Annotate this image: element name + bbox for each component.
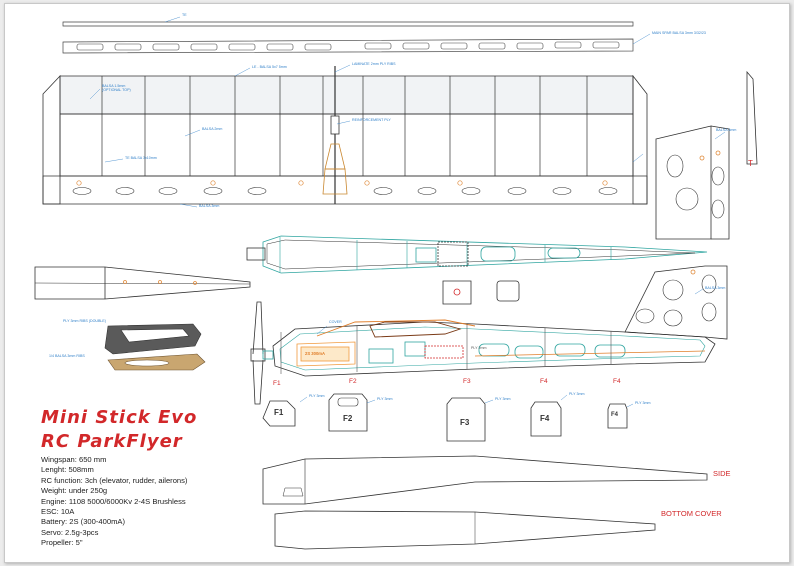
note-ply-f3: PLY 3mm xyxy=(495,397,511,401)
note-ply-f4b: PLY 3mm xyxy=(635,401,651,405)
former-lines xyxy=(280,324,612,374)
fuselage-top-view xyxy=(246,235,708,274)
note-balsa-3: BALSA 3mm xyxy=(199,204,220,208)
fuselage-side-panel xyxy=(262,455,708,505)
note-ply-side: PLY 3mm RIBS (DOUBLE) xyxy=(63,319,107,323)
note-stab-balsa: BALSA 3mm xyxy=(705,286,726,290)
label-tail: T xyxy=(748,159,753,168)
former-label-f1: F1 xyxy=(273,380,281,387)
ply-side-doubler xyxy=(104,323,202,355)
formers-row xyxy=(262,393,628,442)
servo-mount-parts xyxy=(442,280,520,305)
spec-wingspan: Wingspan: 650 mm xyxy=(41,455,107,464)
tail-blade xyxy=(746,70,758,165)
spec-engine: Engine: 1108 5000/6000Kv 2-4S Brushless xyxy=(41,496,186,506)
spec-propeller: Propeller: 5" xyxy=(41,538,83,548)
stabilizer-left xyxy=(34,266,251,300)
wing-top-view xyxy=(42,66,648,205)
spec-length: Lenght: 508mm xyxy=(41,465,94,475)
label-side: SIDE xyxy=(713,469,731,478)
plan-drawing xyxy=(34,16,758,550)
vertical-fin xyxy=(655,125,730,240)
note-balsa-skin: BALSA 1.5mm (OPTIONAL TOP) xyxy=(102,84,131,92)
note-reinforcement: REINFORCEMENT PLY xyxy=(352,118,391,122)
propeller xyxy=(250,301,274,405)
former-part-f3: F3 xyxy=(460,418,470,427)
note-balsa-te: TE BALSA 3x10mm xyxy=(125,156,157,160)
former-label-f2: F2 xyxy=(349,378,357,385)
note-battery: 2S 300mA xyxy=(305,351,326,356)
spec-esc: ESC: 10A xyxy=(41,507,75,517)
former-part-f2: F2 xyxy=(343,414,353,423)
side-fin xyxy=(624,265,728,340)
note-rudder-balsa: BALSA 3mm xyxy=(716,128,737,132)
spec-rc-function: RC function: 3ch (elevator, rudder, aile… xyxy=(41,475,188,485)
label-bottom-cover: BOTTOM COVER xyxy=(661,509,722,518)
former-label-f4b: F4 xyxy=(613,378,621,385)
spec-weight: Weight: under 250g xyxy=(41,486,108,496)
note-wing-rib: BALSA 2mm xyxy=(202,127,223,131)
spec-battery: Battery: 2S (300-400mA) xyxy=(41,517,125,527)
note-le-balsa: LE - BALSA 5x7 5mm xyxy=(252,65,287,69)
plan-title: Mini Stick Evo xyxy=(41,407,198,428)
spec-servo: Servo: 2.5g-3pcs xyxy=(41,527,99,537)
note-laminate-ply: LAMINATE 2mm PLY RIBS xyxy=(352,62,396,66)
note-balsa-side: 1/4 BALSA 3mm RIBS xyxy=(49,354,85,358)
former-part-f4a: F4 xyxy=(540,414,550,423)
leader-lines xyxy=(89,16,726,408)
note-cover: COVER xyxy=(329,320,342,324)
note-trailing-edge: TE xyxy=(182,13,187,17)
plan-sheet: TE MAIN SPAR BALSA 3mm 3/32/23 LE - BALS… xyxy=(4,3,790,563)
note-ply-f4a: PLY 3mm xyxy=(569,392,585,396)
spec-list: Wingspan: 650 mm Lenght: 508mm RC functi… xyxy=(41,455,187,549)
bottom-cover-panel xyxy=(274,510,656,550)
note-main-spar: MAIN SPAR BALSA 3mm 3/32/23 xyxy=(652,31,706,35)
former-label-f3: F3 xyxy=(463,378,471,385)
spar-strip xyxy=(62,38,634,54)
note-ply-f2: PLY 3mm xyxy=(377,397,393,401)
former-label-f4a: F4 xyxy=(540,378,548,385)
note-ply-tag: PLY 2mm xyxy=(471,346,487,350)
former-part-f1: F1 xyxy=(274,408,284,417)
former-part-f4b: F4 xyxy=(611,412,619,418)
note-ply-f1: PLY 3mm xyxy=(309,394,325,398)
trailing-edge-strip xyxy=(62,21,634,27)
fuselage-side-view xyxy=(272,319,716,377)
plan-subtitle: RC ParkFlyer xyxy=(41,431,183,452)
balsa-side-doubler xyxy=(107,353,206,371)
